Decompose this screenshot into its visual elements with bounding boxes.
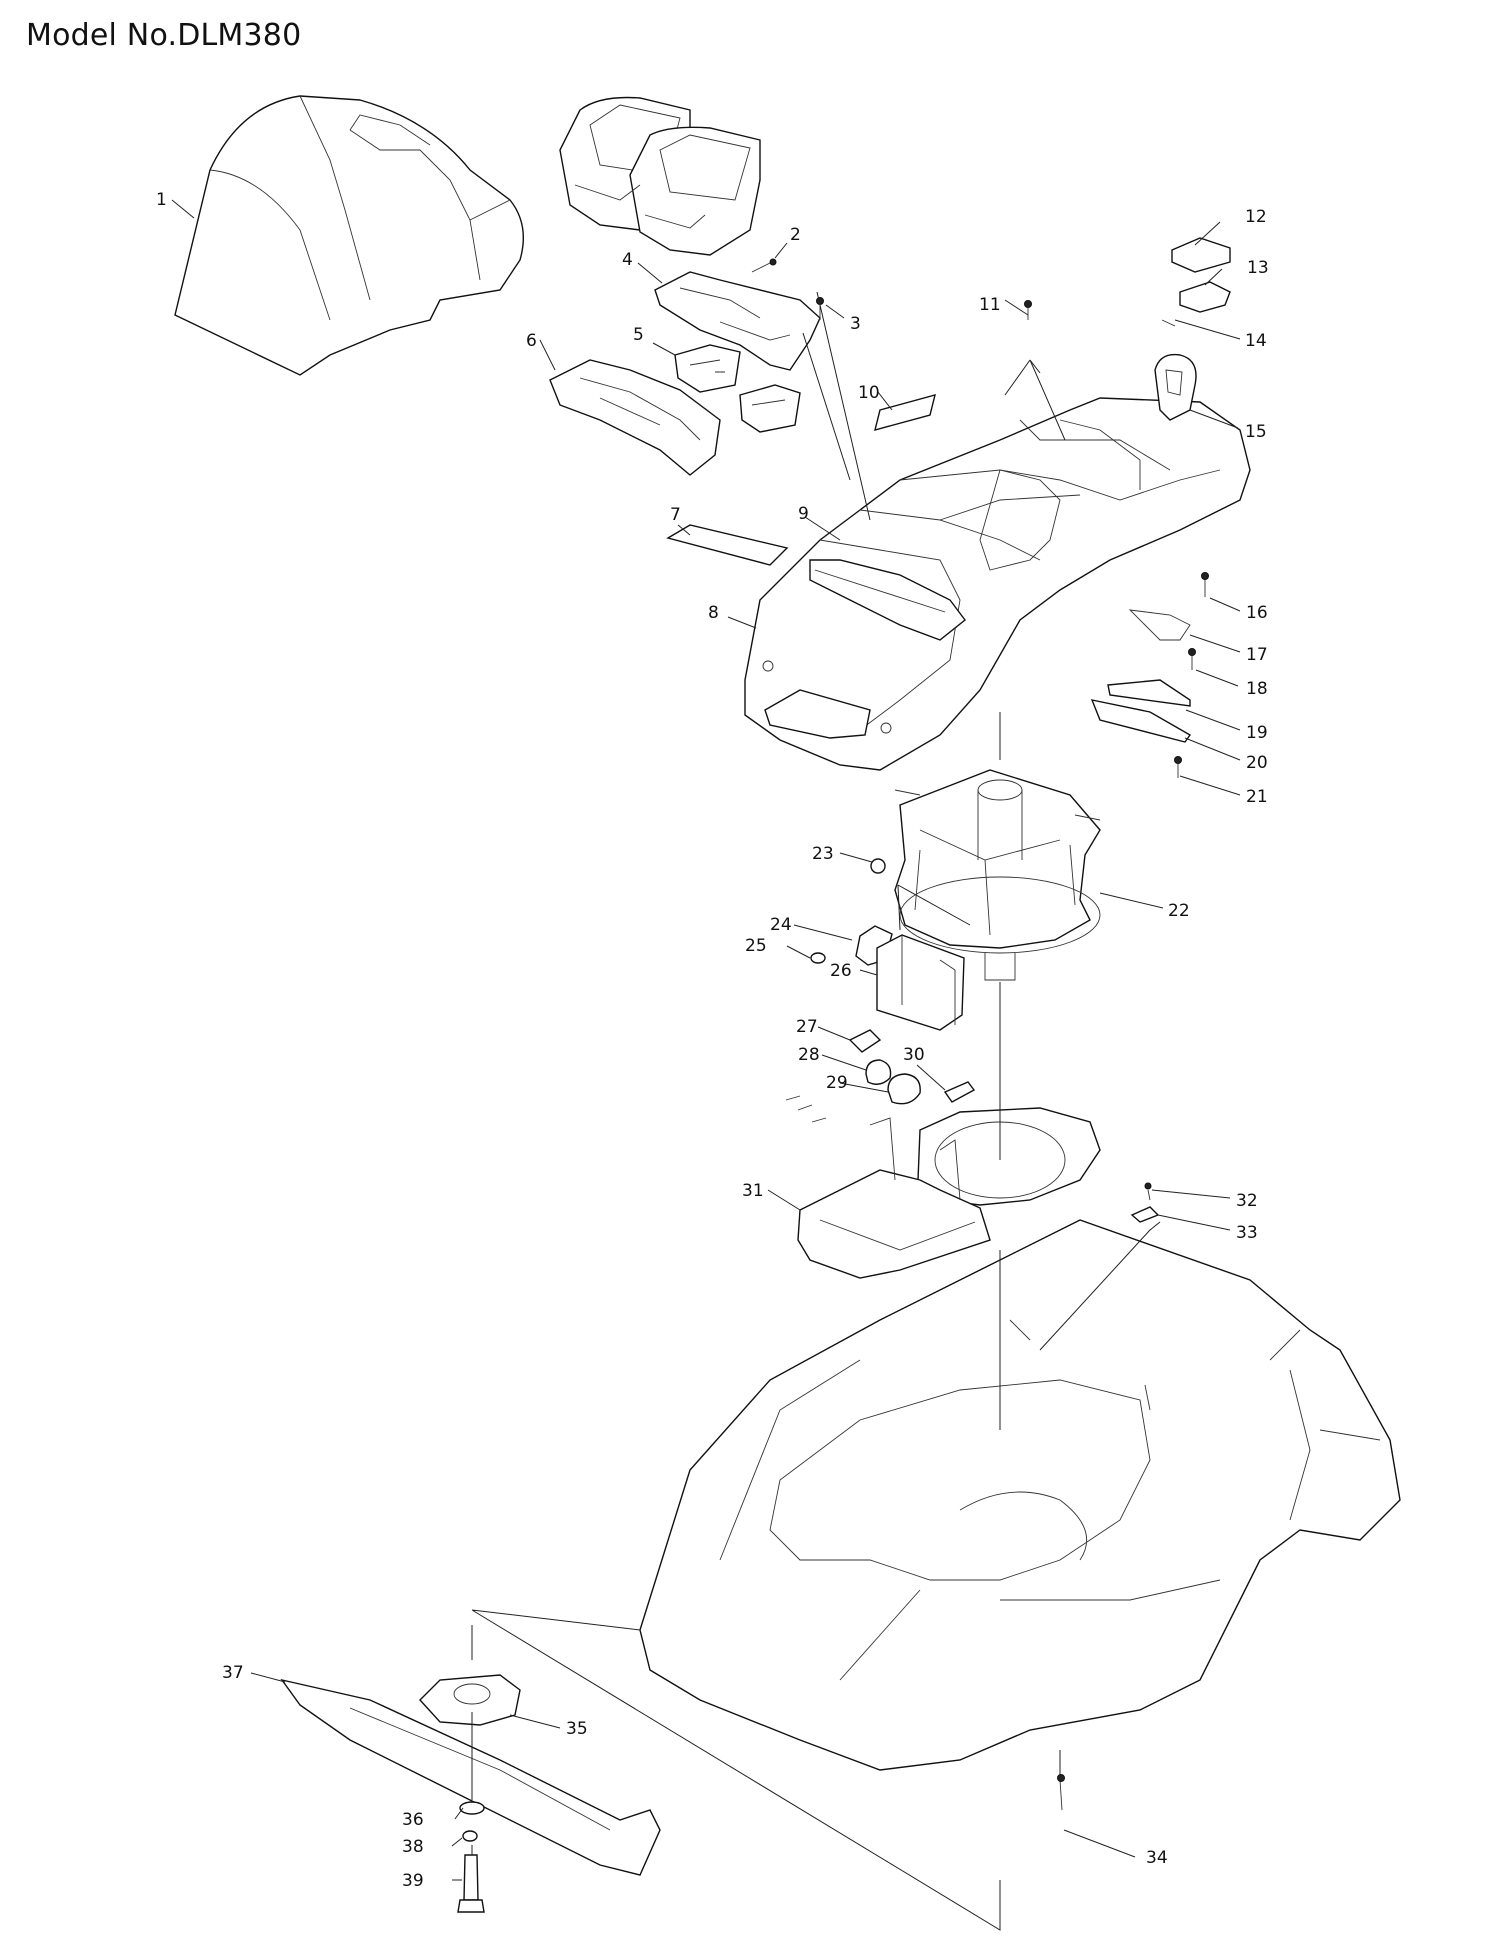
- part-label-37: 37: [222, 1663, 244, 1683]
- part-label-12: 12: [1245, 207, 1267, 227]
- part-label-17: 17: [1246, 645, 1268, 665]
- part-label-33: 33: [1236, 1223, 1258, 1243]
- part-label-25: 25: [745, 936, 767, 956]
- part-label-35: 35: [566, 1719, 588, 1739]
- deck-drawing: [639, 1219, 1401, 1771]
- part-label-22: 22: [1168, 901, 1190, 921]
- part-label-32: 32: [1236, 1191, 1258, 1211]
- part-label-7: 7: [670, 505, 681, 525]
- part-label-6: 6: [526, 331, 537, 351]
- housing-drawing: [744, 397, 1251, 771]
- part-label-23: 23: [812, 844, 834, 864]
- right-small-parts-drawing: [1024, 237, 1231, 778]
- part-label-11: 11: [979, 295, 1001, 315]
- page-title: Model No.DLM380: [26, 18, 302, 53]
- part-label-16: 16: [1246, 603, 1268, 623]
- part-label-1: 1: [156, 190, 167, 210]
- assembly-guide-lines: [471, 291, 1161, 1931]
- part-label-39: 39: [402, 1871, 424, 1891]
- part-label-34: 34: [1146, 1848, 1168, 1868]
- battery-packs-drawing: [559, 96, 761, 256]
- part-label-15: 15: [1245, 422, 1267, 442]
- part-label-3: 3: [850, 314, 861, 334]
- part-label-24: 24: [770, 915, 792, 935]
- part-label-28: 28: [798, 1045, 820, 1065]
- part-label-38: 38: [402, 1837, 424, 1857]
- part-label-21: 21: [1246, 787, 1268, 807]
- part-label-4: 4: [622, 250, 633, 270]
- leader-lines: [171, 199, 1241, 1881]
- part-label-10: 10: [858, 383, 880, 403]
- part-label-18: 18: [1246, 679, 1268, 699]
- battery-terminal-drawings: [549, 271, 821, 476]
- blade-assembly-drawing: [280, 1674, 661, 1913]
- part-label-26: 26: [830, 961, 852, 981]
- stickers-drawing: [666, 394, 936, 566]
- part-label-8: 8: [708, 603, 719, 623]
- part-label-31: 31: [742, 1181, 764, 1201]
- top-cover-drawing: [174, 95, 525, 376]
- motor-drawing: [894, 769, 1101, 981]
- part-label-29: 29: [826, 1073, 848, 1093]
- part-label-30: 30: [903, 1045, 925, 1065]
- part-label-20: 20: [1246, 753, 1268, 773]
- part-label-9: 9: [798, 504, 809, 524]
- control-housing-drawing: [797, 1107, 1101, 1279]
- part-label-2: 2: [790, 225, 801, 245]
- part-label-36: 36: [402, 1810, 424, 1830]
- small-parts-23-30-drawing: [785, 858, 976, 1123]
- part-label-5: 5: [633, 325, 644, 345]
- part-label-14: 14: [1245, 331, 1267, 351]
- part-number-labels: 1 2 3 4 5 6 7 8 9 10 11 12 13 14 15 16 1…: [156, 190, 1269, 1891]
- part-label-27: 27: [796, 1017, 818, 1037]
- part-label-19: 19: [1246, 723, 1268, 743]
- part-label-13: 13: [1247, 258, 1269, 278]
